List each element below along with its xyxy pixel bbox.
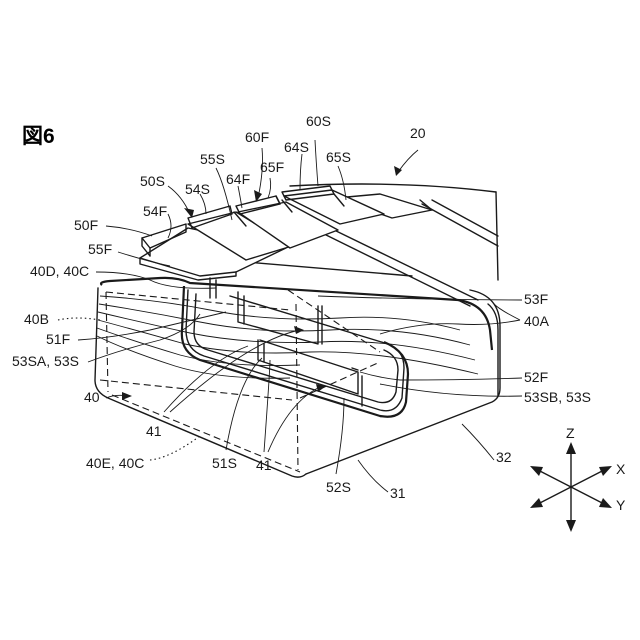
label-53SB-53S: 53SB, 53S	[524, 389, 591, 405]
label-60S: 60S	[306, 113, 331, 129]
label-52F: 52F	[524, 369, 548, 385]
axis-label-y: Y	[616, 497, 626, 513]
label-65S: 65S	[326, 149, 351, 165]
label-40A: 40A	[524, 313, 550, 329]
label-53SA-53S: 53SA, 53S	[12, 353, 79, 369]
leader-lines	[58, 140, 522, 492]
label-54S: 54S	[185, 181, 210, 197]
label-55F: 55F	[88, 241, 112, 257]
label-55S: 55S	[200, 151, 225, 167]
label-60F: 60F	[245, 129, 269, 145]
label-40D-40C: 40D, 40C	[30, 263, 89, 279]
label-64S: 64S	[284, 139, 309, 155]
label-51F: 51F	[46, 331, 70, 347]
label-53F: 53F	[524, 291, 548, 307]
label-40E-40C: 40E, 40C	[86, 455, 144, 471]
top-cover	[140, 184, 498, 306]
label-64F: 64F	[226, 171, 250, 187]
label-51S: 51S	[212, 455, 237, 471]
cell-stack-lines	[97, 296, 478, 378]
axis-indicator	[530, 442, 612, 532]
label-32: 32	[496, 449, 512, 465]
label-41-right: 41	[256, 457, 272, 473]
label-41-left: 41	[146, 423, 162, 439]
label-54F: 54F	[143, 203, 167, 219]
figure-title: 図6	[22, 125, 55, 148]
label-52S: 52S	[326, 479, 351, 495]
label-20: 20	[410, 125, 426, 141]
label-50S: 50S	[140, 173, 165, 189]
label-40: 40	[84, 389, 100, 405]
axis-label-x: X	[616, 461, 626, 477]
label-50F: 50F	[74, 217, 98, 233]
label-31: 31	[390, 485, 406, 501]
axis-label-z: Z	[566, 425, 575, 441]
label-65F: 65F	[260, 159, 284, 175]
label-40B: 40B	[24, 311, 49, 327]
